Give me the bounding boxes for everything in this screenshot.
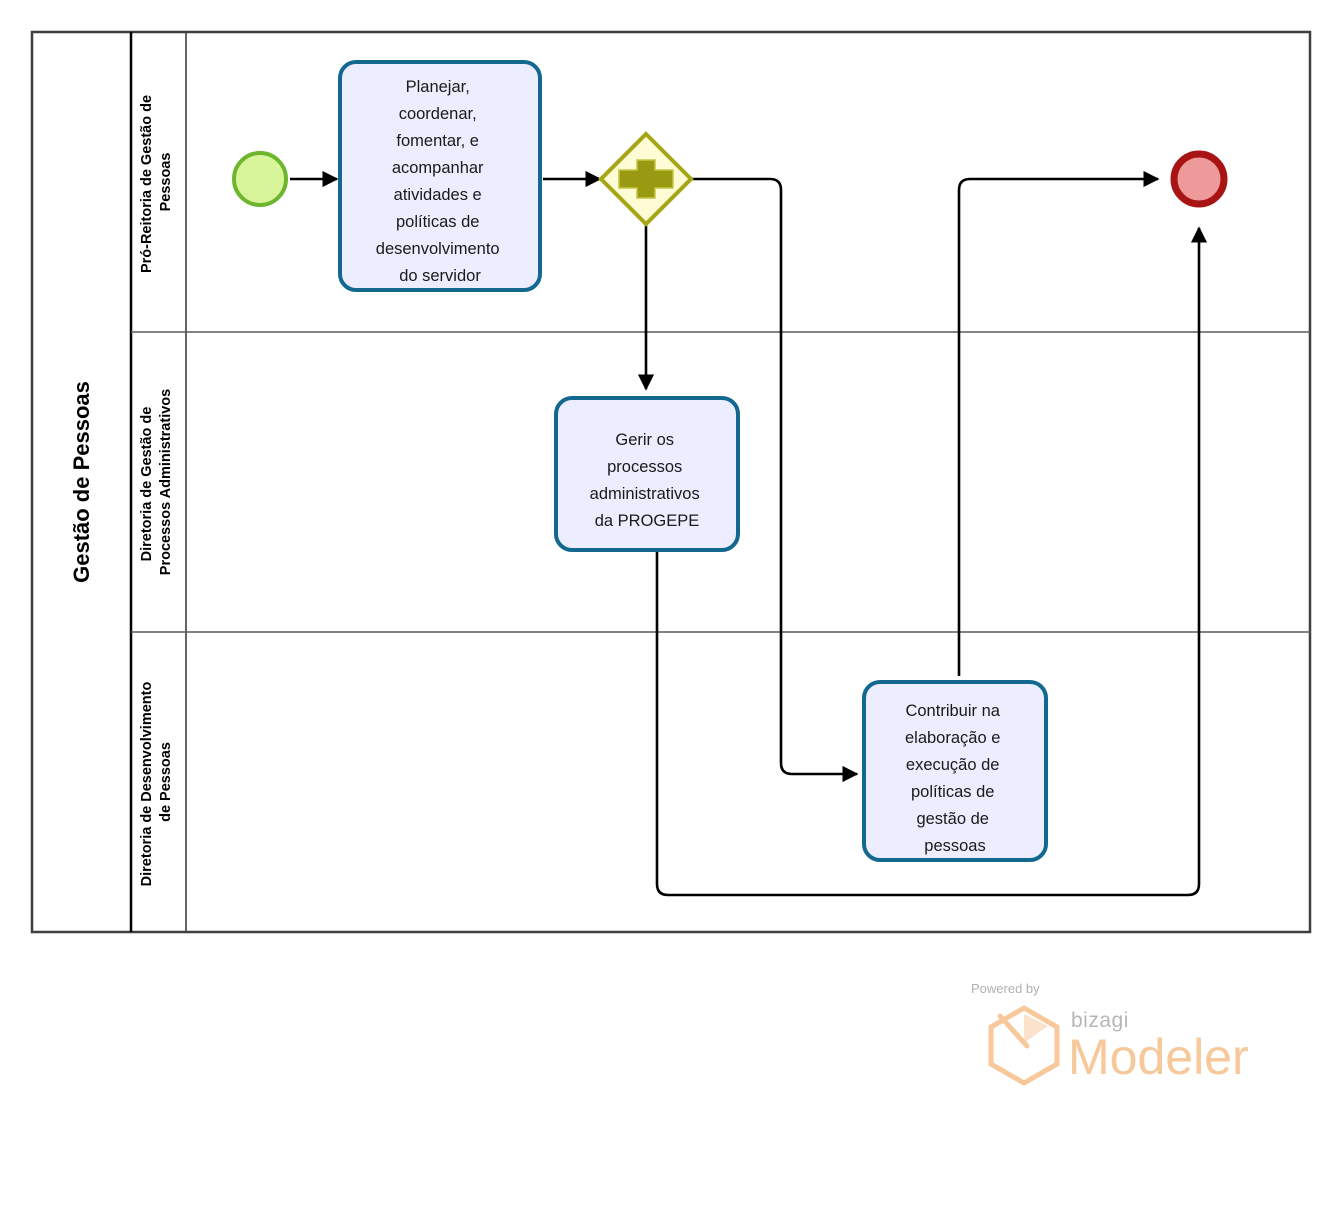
sequence-flows bbox=[290, 170, 1208, 897]
task1-line-2: coordenar, bbox=[399, 105, 477, 123]
svg-text:Diretoria de Desenvolvimento: Diretoria de Desenvolvimento de Pessoas bbox=[139, 678, 174, 887]
lane-2-label-line-1: Diretoria de Gestão de bbox=[139, 407, 155, 562]
flow-task3-to-end bbox=[957, 170, 1160, 676]
svg-text:Contribuir na elaboraç: Contribuir na elaboração e execução de p… bbox=[905, 702, 1005, 855]
task2-line-2: processos bbox=[607, 458, 682, 476]
task1-line-3: fomentar, e bbox=[396, 132, 479, 150]
task3-line-6: pessoas bbox=[924, 837, 985, 855]
task2-line-3: administrativos bbox=[590, 485, 700, 503]
svg-text:Gerir os processos: Gerir os processos administrativos da PR… bbox=[590, 431, 705, 530]
lane-header-1: Pró-Reitoria de Gestão de Pessoas bbox=[139, 91, 174, 273]
task-contribuir-politicas[interactable]: Contribuir na elaboração e execução de p… bbox=[862, 680, 1048, 862]
task3-line-5: gestão de bbox=[916, 810, 988, 828]
task1-line-1: Planejar, bbox=[406, 78, 470, 96]
task3-line-3: execução de bbox=[906, 756, 1000, 774]
svg-text:Planejar, coordenar,: Planejar, coordenar, fomentar, e acompan… bbox=[376, 78, 504, 285]
svg-text:Pró-Reitoria de Gestão de: Pró-Reitoria de Gestão de Pessoas bbox=[139, 91, 174, 273]
flow-gateway-to-task3 bbox=[691, 177, 859, 783]
pool-title: Gestão de Pessoas bbox=[69, 381, 94, 583]
lane-header-2: Diretoria de Gestão de Processos Adminis… bbox=[139, 389, 174, 575]
task-planejar-coordenar[interactable]: Planejar, coordenar, fomentar, e acompan… bbox=[338, 60, 542, 292]
pool-label: Gestão de Pessoas bbox=[69, 381, 94, 583]
plus-icon bbox=[618, 159, 674, 199]
bizagi-watermark: Powered by bizagi Modeler bbox=[971, 981, 1249, 1086]
task3-line-4: políticas de bbox=[911, 783, 994, 801]
task1-line-7: desenvolvimento bbox=[376, 240, 500, 258]
task2-line-1: Gerir os bbox=[615, 431, 674, 449]
task3-line-2: elaboração e bbox=[905, 729, 1000, 747]
task2-line-4: da PROGEPE bbox=[595, 512, 700, 530]
svg-text:Diretoria de Gestão de: Diretoria de Gestão de Processos Adminis… bbox=[139, 389, 174, 575]
start-event[interactable] bbox=[232, 151, 288, 207]
lane-3-label-line-1: Diretoria de Desenvolvimento bbox=[139, 682, 155, 887]
task1-line-5: atividades e bbox=[394, 186, 482, 204]
task1-line-6: políticas de bbox=[396, 213, 479, 231]
watermark-brand: bizagi bbox=[1071, 1009, 1129, 1032]
lane-2-label-line-2: Processos Administrativos bbox=[158, 389, 174, 575]
flow-task2-to-end bbox=[655, 226, 1208, 897]
task3-line-1: Contribuir na bbox=[905, 702, 1000, 720]
bizagi-hexagon-icon bbox=[988, 1005, 1060, 1086]
task1-line-4: acompanhar bbox=[392, 159, 484, 177]
pool-gestao-de-pessoas bbox=[30, 30, 1312, 934]
task1-line-8: do servidor bbox=[399, 267, 481, 285]
parallel-gateway[interactable] bbox=[598, 131, 694, 227]
lane-header-3: Diretoria de Desenvolvimento de Pessoas bbox=[139, 678, 174, 887]
watermark-product: Modeler bbox=[1068, 1029, 1249, 1085]
task-gerir-processos[interactable]: Gerir os processos administrativos da PR… bbox=[554, 396, 740, 552]
lane-3-label-line-2: de Pessoas bbox=[158, 742, 174, 822]
end-event[interactable] bbox=[1170, 150, 1228, 208]
watermark-powered-by: Powered by bbox=[971, 981, 1040, 996]
lane-1-label-line-2: Pessoas bbox=[158, 153, 174, 212]
lane-1-label-line-1: Pró-Reitoria de Gestão de bbox=[139, 95, 155, 273]
